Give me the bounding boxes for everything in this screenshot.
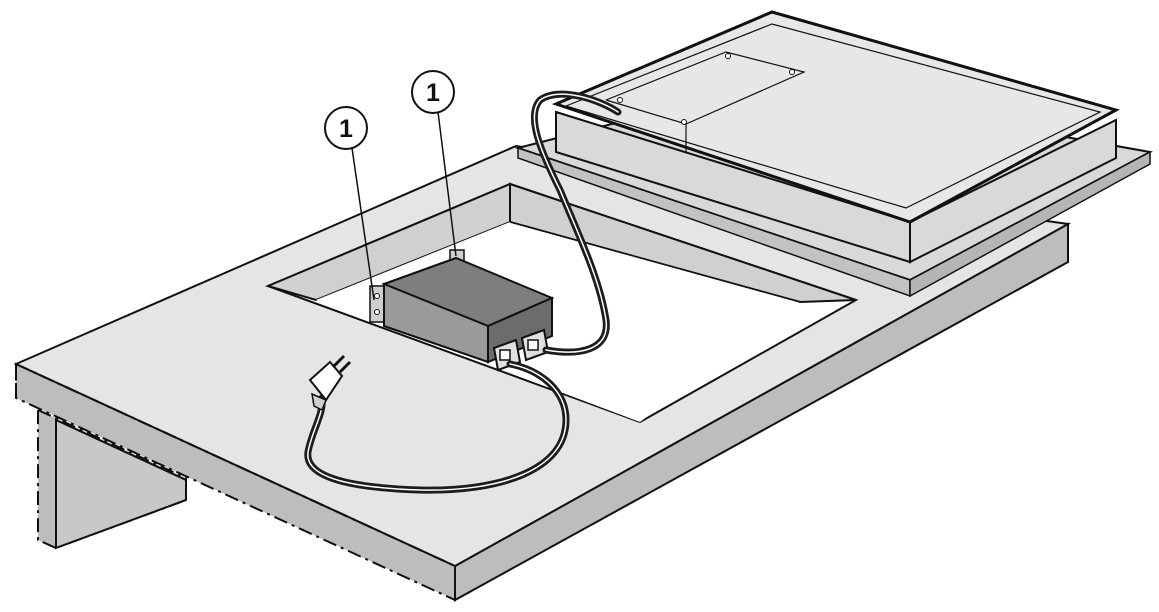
callout-number: 1 [426, 79, 440, 107]
cooktop-access-panel [605, 51, 806, 125]
screw-hole [789, 69, 795, 75]
callout-number: 1 [339, 115, 353, 143]
screw-hole [617, 97, 623, 103]
cables [304, 90, 622, 494]
cabinet-panel [37, 408, 187, 550]
cooktop-body-side [909, 118, 1117, 264]
callout-circle [324, 106, 368, 150]
mains-plug-icon [308, 354, 352, 412]
cabinet-panel-face [55, 418, 187, 550]
callout-leader-line [437, 111, 457, 257]
cooktop [514, 10, 1154, 298]
screw-hole [725, 53, 731, 59]
callout-1-right: 1 [411, 70, 457, 257]
power-supply-unit [369, 249, 555, 372]
callout-circle [411, 70, 455, 114]
callout-leader-line [351, 147, 375, 301]
worktop-break-line [15, 363, 456, 567]
callout-1-left: 1 [324, 106, 375, 301]
cooktop-inner-rim [564, 23, 1102, 209]
screw-hole [681, 119, 687, 125]
